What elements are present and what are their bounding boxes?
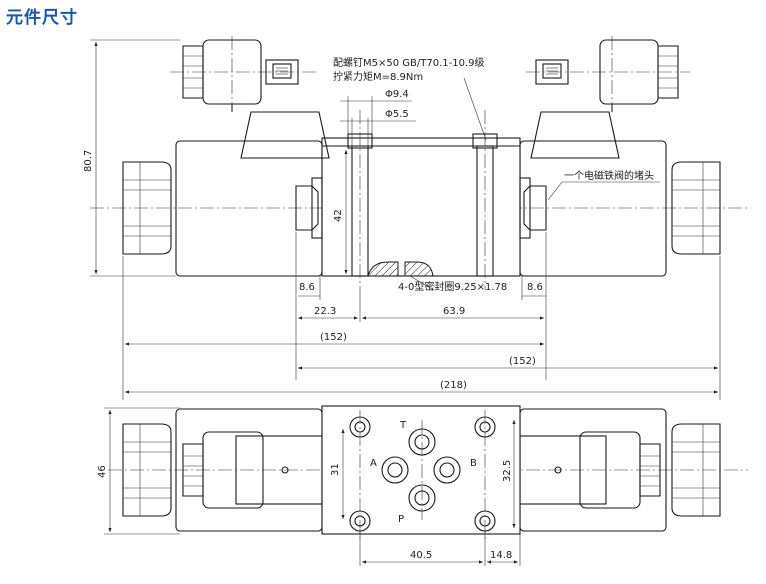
plug-callout: 一个电磁铁阀的堵头 — [564, 169, 654, 182]
dim-218: (218) — [440, 380, 467, 391]
dim-22-3: 22.3 — [314, 306, 336, 317]
dim-42: 42 — [333, 209, 344, 222]
dim-8-6-left: 8.6 — [299, 282, 315, 293]
dim-32-5: 32.5 — [502, 460, 513, 482]
front-view — [90, 36, 748, 290]
port-b-label: B — [470, 458, 477, 469]
top-view — [108, 405, 748, 540]
dim-152-a: (152) — [320, 332, 347, 343]
page-title: 元件尺寸 — [6, 8, 78, 28]
bolt-spec-callout: 配螺钉M5×50 GB/T70.1-10.9级 — [333, 57, 485, 69]
dim-31: 31 — [330, 463, 341, 476]
port-a-label: A — [370, 458, 377, 469]
torque-callout: 拧紧力矩M=8.9Nm — [333, 70, 423, 83]
dim-152-b: (152) — [509, 356, 536, 367]
dimension-lines — [90, 39, 721, 566]
port-t-label: T — [399, 420, 407, 431]
dim-46: 46 — [97, 465, 108, 478]
right-nut-ribs — [672, 162, 720, 254]
dim-63-9: 63.9 — [443, 306, 465, 317]
dim-8-6-right: 8.6 — [527, 282, 543, 293]
dim-phi-5-5: Φ5.5 — [385, 109, 409, 120]
dim-phi-9-4: Φ9.4 — [385, 89, 409, 100]
dim-80-7: 80.7 — [83, 150, 94, 172]
dim-40-5: 40.5 — [410, 550, 432, 561]
left-nut-ribs — [123, 162, 171, 254]
dim-14-8: 14.8 — [490, 550, 512, 561]
port-p-label: P — [398, 514, 404, 525]
oring-callout: 4-0型密封圈9.25×1.78 — [398, 280, 507, 293]
